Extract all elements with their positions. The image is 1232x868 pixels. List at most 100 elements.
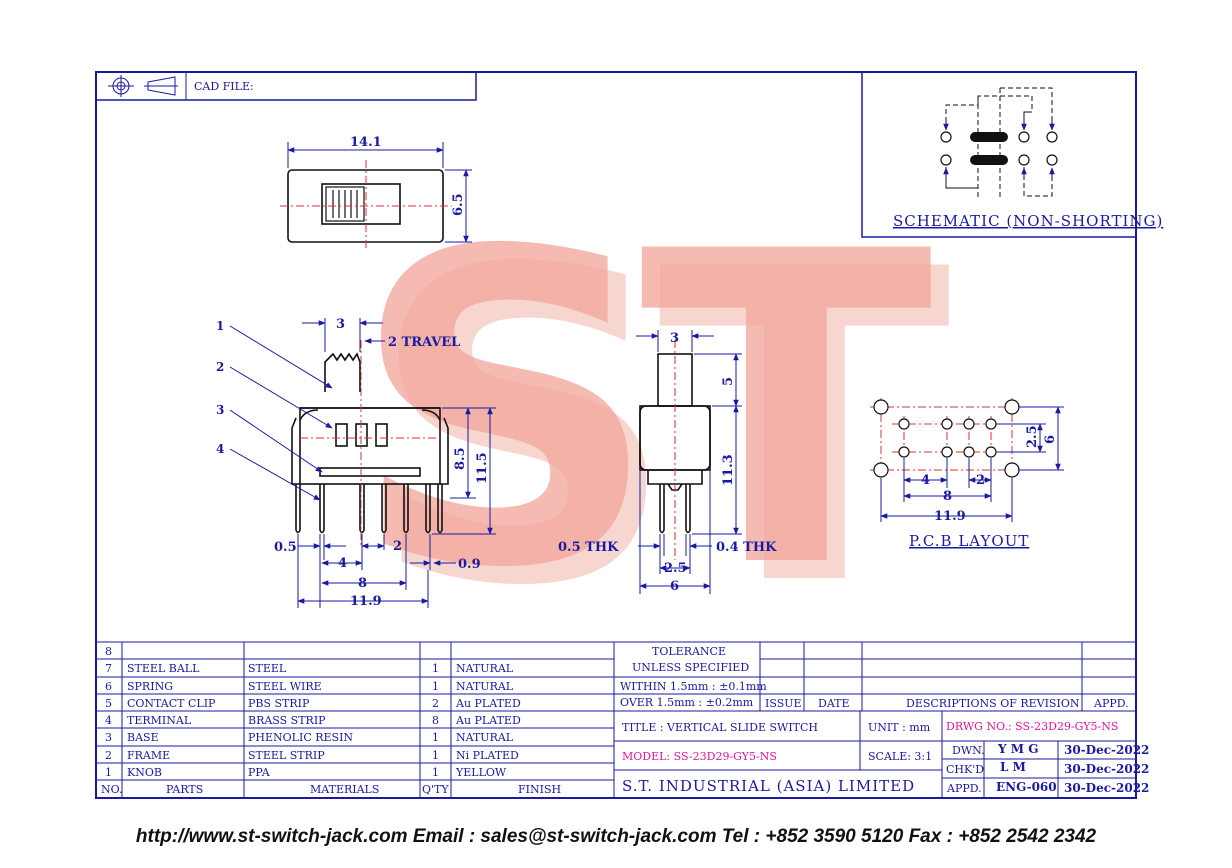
bom-part-3: BASE [127,731,159,744]
bom-no-1: 1 [105,766,112,779]
revision-date-header: DATE [818,697,850,710]
pcb-dim-2-5: 2.5 [1025,425,1040,448]
unit-label: UNIT : mm [868,721,931,734]
revision-desc-header: DESCRIPTIONS OF REVISION [906,697,1080,710]
chkd-value: L M [1000,760,1026,774]
appd-label: APPD. [946,782,982,795]
bom-no-8: 8 [105,645,112,658]
tolerance-subtitle: UNLESS SPECIFIED [632,661,749,674]
tolerance-title: TOLERANCE [652,645,726,658]
bom-finish-5: Au PLATED [455,697,521,710]
bom-part-6: SPRING [127,680,173,693]
appd-date: 30-Dec-2022 [1064,781,1149,795]
dim-thk-0-9: 0.9 [458,557,481,572]
callout-3: 3 [216,403,224,417]
bom-qty-1: 1 [432,766,439,779]
callout-2: 2 [216,360,224,374]
bom-qty-7: 1 [432,662,439,675]
bom-no-5: 5 [105,697,112,710]
bom-finish-4: Au PLATED [455,714,521,727]
cad-file-label: CAD FILE: [194,80,254,93]
bom-finish-6: NATURAL [456,680,514,693]
dim-travel: 2 TRAVEL [388,335,460,350]
dwn-date: 30-Dec-2022 [1064,743,1149,757]
front-view: 1 2 3 4 3 2 TRAVEL 8.5 11.5 0.5 4 2 [216,317,496,609]
drawing-number: DRWG NO.: SS-23D29-GY5-NS [946,720,1118,733]
bom-no-6: 6 [105,680,112,693]
bom-no-4: 4 [105,714,112,727]
chkd-date: 30-Dec-2022 [1064,762,1149,776]
bom-no-3: 3 [105,731,112,744]
bom-qty-3: 1 [432,731,439,744]
dim-thk-0-5: 0.5 THK [558,540,619,555]
outer-border [95,71,1137,799]
callout-1: 1 [216,319,224,333]
contact-footer: http://www.st-switch-jack.com Email : sa… [135,826,1097,847]
bom-material-1: PPA [248,766,271,779]
pcb-dim-11-9: 11.9 [934,509,966,524]
dim-pitch-2: 2 [393,539,402,554]
company-name: S.T. INDUSTRIAL (ASIA) LIMITED [622,777,915,795]
dim-top-height: 6.5 [451,193,466,216]
bom-qty-6: 1 [432,680,439,693]
dwn-value: Y M G [997,742,1038,756]
dwn-label: DWN. [952,744,985,757]
tolerance-over: OVER 1.5mm : ±0.2mm [620,696,754,709]
bom-header-finish: FINISH [518,783,561,796]
dim-side-pitch: 2.5 [664,561,687,576]
pcb-dim-4: 4 [921,473,930,488]
revision-issue-header: ISSUE [765,697,802,710]
dim-height-8-5: 8.5 [453,447,468,470]
tolerance-within: WITHIN 1.5mm : ±0.1mm [620,680,767,693]
cad-file-header: CAD FILE: [95,71,477,101]
schematic-panel: SCHEMATIC (NON-SHORTING) [861,71,1163,238]
chkd-label: CHK'D [946,763,984,776]
schematic-contacts [940,87,1058,200]
dim-pitch-4: 4 [338,556,347,571]
schematic-title: SCHEMATIC (NON-SHORTING) [893,212,1163,230]
bom-part-5: CONTACT CLIP [127,697,216,710]
bom-header-no: NO. [101,783,123,796]
dim-side-body-height: 11.3 [721,454,736,486]
bom-finish-1: YELLOW [455,766,507,779]
bom-material-7: STEEL [248,662,287,675]
bom-material-3: PHENOLIC RESIN [248,731,353,744]
tolerance-revision-block: TOLERANCE UNLESS SPECIFIED WITHIN 1.5mm … [614,642,1136,712]
dim-thk-0-4: 0.4 THK [716,540,777,555]
appd-value: ENG-060 [996,780,1057,794]
bom-header-qty: Q'TY [422,783,449,796]
dim-knob-width: 3 [336,317,345,332]
drawing-title: TITLE : VERTICAL SLIDE SWITCH [622,721,818,734]
dim-top-width: 14.1 [350,135,382,150]
pcb-dim-6: 6 [1043,435,1058,444]
bom-part-7: STEEL BALL [127,662,200,675]
callout-4: 4 [216,442,224,456]
bom-part-4: TERMINAL [127,714,192,727]
bom-finish-7: NATURAL [456,662,514,675]
bom-qty-5: 2 [432,697,439,710]
bom-table: 8 7 STEEL BALL STEEL 1 NATURAL 6 SPRING … [96,641,1136,798]
bom-qty-4: 8 [432,714,439,727]
bom-no-2: 2 [105,749,112,762]
top-view: 14.1 6.5 [280,135,472,250]
dim-height-11-5: 11.5 [475,452,490,484]
side-view: 3 5 11.3 0.5 THK 0.4 THK 2.5 6 [558,330,777,594]
watermark-logo: ST [350,162,935,662]
bom-finish-2: Ni PLATED [456,749,519,762]
dim-pin-width: 0.5 [274,540,297,555]
dim-span-8: 8 [358,576,367,591]
pcb-dim-2: 2 [976,473,985,488]
dim-span-11-9: 11.9 [350,594,382,609]
bom-material-2: STEEL STRIP [248,749,325,762]
projection-symbol-icon [108,75,178,97]
model-number: MODEL: SS-23D29-GY5-NS [622,750,777,763]
bom-no-7: 7 [105,662,112,675]
revision-appd-header: APPD. [1093,697,1129,710]
dim-side-knob-height: 5 [721,377,736,386]
bom-material-5: PBS STRIP [248,697,310,710]
bom-finish-3: NATURAL [456,731,514,744]
bom-header-materials: MATERIALS [310,783,379,796]
scale-label: SCALE: 3:1 [868,750,932,763]
title-block: TITLE : VERTICAL SLIDE SWITCH UNIT : mm … [614,711,1149,798]
